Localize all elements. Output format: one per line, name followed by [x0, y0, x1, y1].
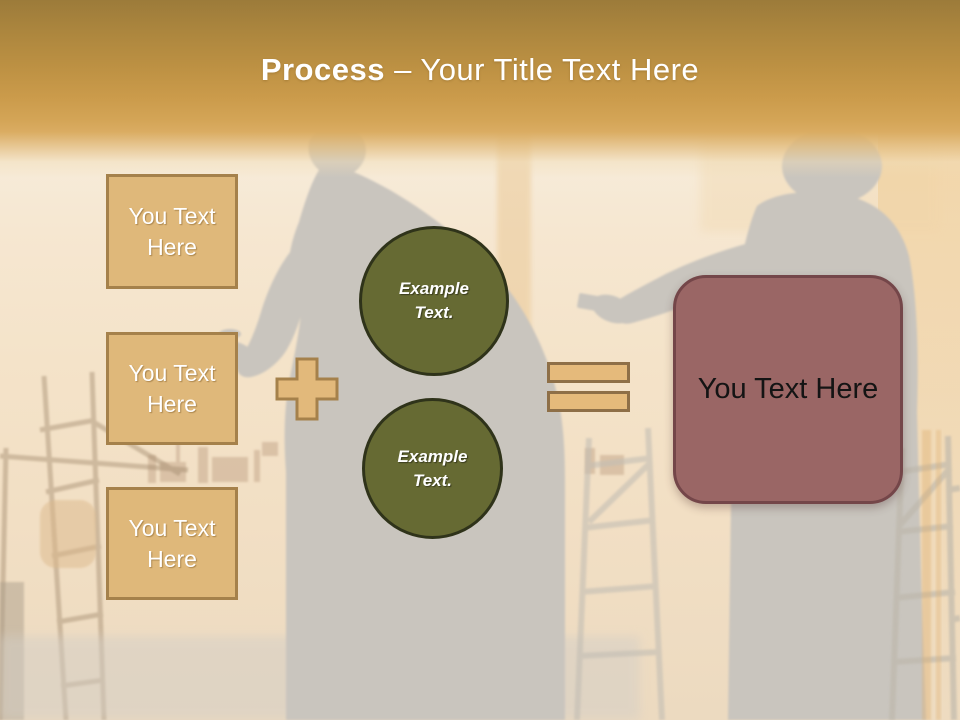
header-band [0, 0, 960, 178]
title-keyword: Process [260, 52, 385, 87]
input-box-1[interactable]: You Text Here [106, 174, 238, 289]
tank-silhouette [40, 500, 96, 568]
input-box-1-label: You Text Here [128, 202, 216, 260]
title-subtitle: – Your Title Text Here [384, 52, 700, 87]
example-circle-2[interactable]: Example Text. [362, 398, 503, 539]
center-scaffolding [574, 427, 665, 720]
example-circle-1-label: Example Text. [399, 279, 469, 322]
result-box[interactable]: You Text Here [673, 275, 903, 504]
input-box-3[interactable]: You Text Here [106, 487, 238, 600]
equals-icon[interactable] [547, 362, 630, 413]
plus-shape [275, 357, 339, 421]
input-box-3-label: You Text Here [128, 514, 216, 572]
equals-bar-bottom [547, 391, 630, 412]
input-box-2[interactable]: You Text Here [106, 332, 238, 445]
equals-bar-top [547, 362, 630, 383]
example-circle-2-label: Example Text. [397, 446, 468, 490]
result-box-label: You Text Here [697, 373, 879, 405]
example-circle-1[interactable]: Example Text. [359, 226, 509, 376]
page-title[interactable]: Process – Your Title Text Here [0, 52, 960, 88]
plus-icon[interactable] [275, 357, 339, 421]
input-box-2-label: You Text Here [128, 359, 216, 417]
